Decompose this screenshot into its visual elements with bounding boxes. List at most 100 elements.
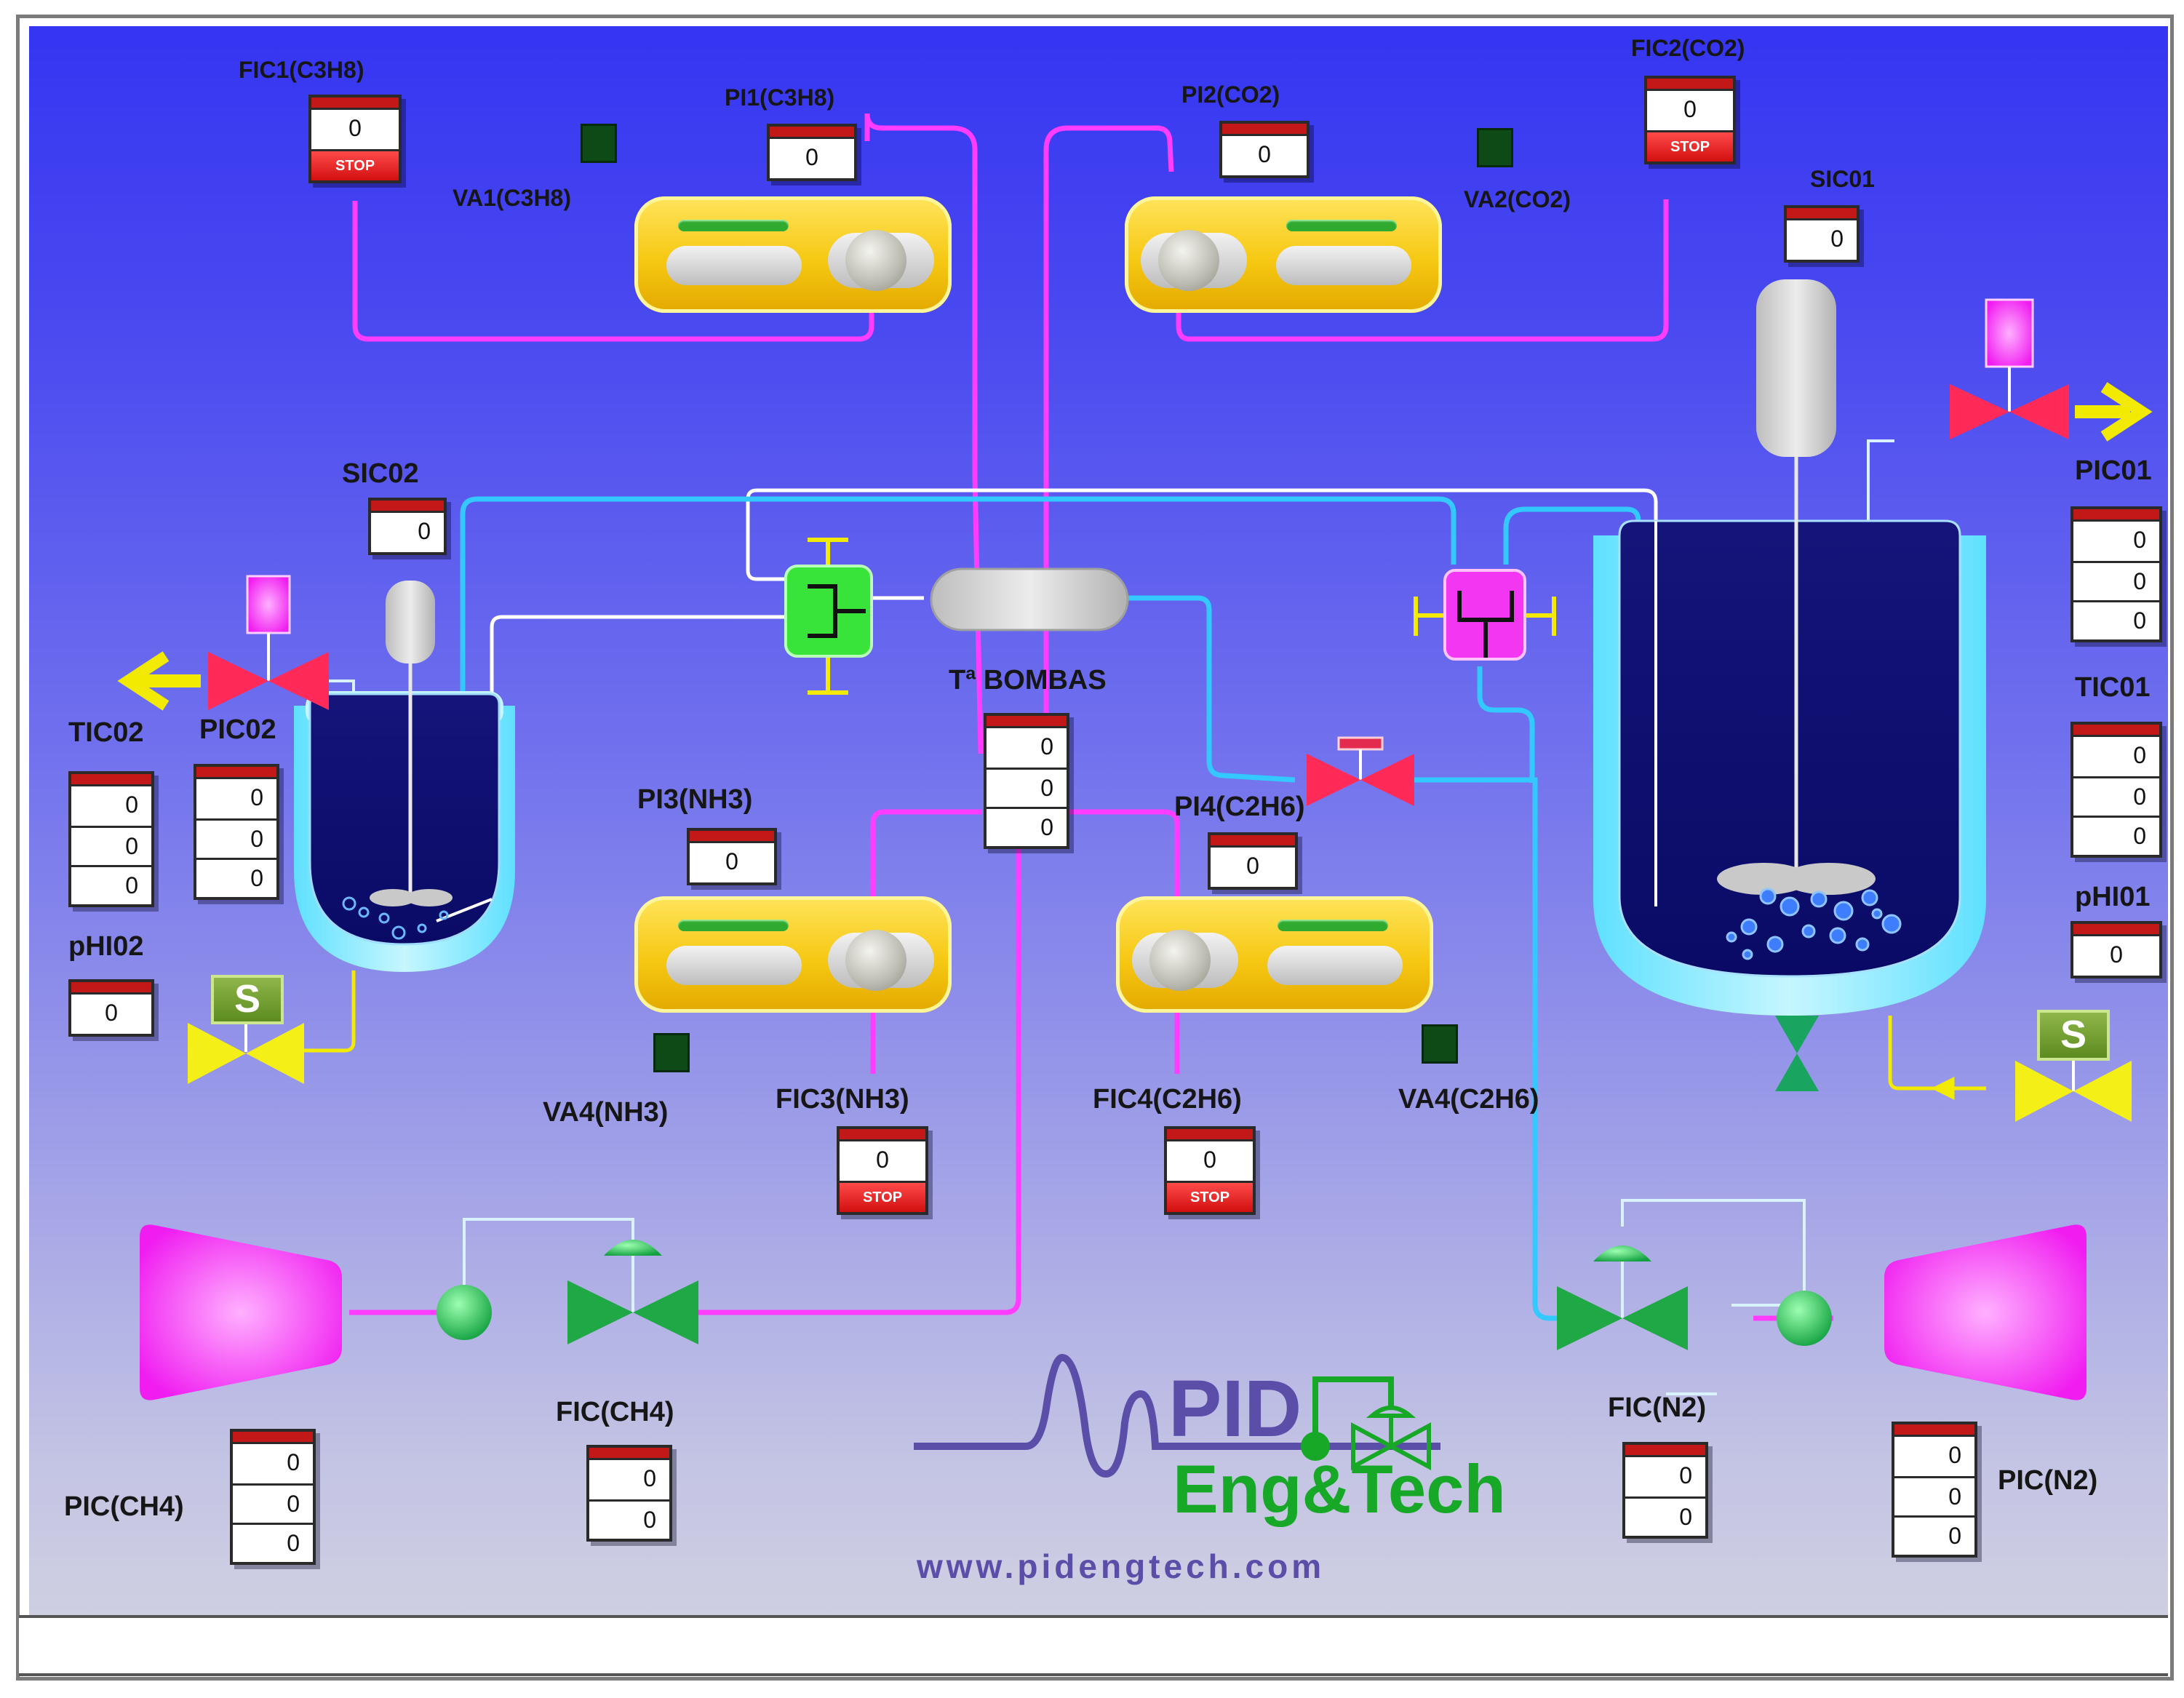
alarm-header [770, 127, 854, 139]
value-field: 0 [1683, 96, 1697, 122]
alarm-header [1894, 1424, 1974, 1437]
alarm-header [1222, 124, 1307, 136]
indicator-fic4-c2h6[interactable]: 0 STOP [1164, 1126, 1256, 1215]
label-pic-ch4: PIC(CH4) [64, 1491, 184, 1522]
pump-impeller [845, 930, 906, 991]
pressure-valve-left [117, 575, 329, 711]
value-field: 0 [287, 1449, 300, 1475]
value-field: 0 [1258, 141, 1271, 167]
pump-co2 [1125, 196, 1442, 313]
indicator-pi1-c3h8: 0 [767, 124, 857, 181]
pump-slot [666, 246, 802, 285]
stop-button[interactable]: STOP [1647, 130, 1733, 162]
label-va4-c2h6: VA4(C2H6) [1398, 1084, 1539, 1115]
value-field: 0 [1679, 1462, 1692, 1488]
indicator-pi3-nh3: 0 [687, 828, 777, 885]
stop-button[interactable]: STOP [311, 149, 399, 180]
label-phi02: pHI02 [68, 931, 144, 962]
indicator-fic3-nh3[interactable]: 0 STOP [837, 1126, 928, 1215]
solenoid-actuator-right[interactable]: S [2037, 1010, 2110, 1061]
gas-line-co2 [1043, 125, 1669, 754]
indicator-pic02: 0 0 0 [194, 764, 279, 900]
label-tic01: TIC01 [2075, 672, 2151, 703]
label-pi2-co2: PI2(CO2) [1181, 81, 1280, 108]
valve-status-va2-co2[interactable] [1477, 128, 1513, 167]
pump-slot [1276, 246, 1411, 285]
indicator-pic01: 0 0 0 [2071, 506, 2162, 642]
label-pic02: PIC02 [199, 714, 276, 745]
label-pic01: PIC01 [2075, 455, 2152, 486]
flow-valve-n2 [1557, 1245, 1688, 1350]
piping-diagram [117, 113, 2153, 1478]
label-fic-ch4: FIC(CH4) [556, 1397, 674, 1427]
stop-button[interactable]: STOP [840, 1181, 925, 1212]
valve-status-va1-c3h8[interactable] [581, 124, 617, 163]
heat-exchanger [930, 567, 1129, 631]
solenoid-actuator-left[interactable]: S [211, 975, 284, 1024]
valve-status-va4-c2h6[interactable] [1422, 1024, 1458, 1064]
value-field: 0 [987, 807, 1067, 846]
pump-status-bar [678, 220, 789, 231]
label-pi4-c2h6: PI4(C2H6) [1174, 792, 1305, 822]
pump-impeller [1158, 230, 1219, 291]
pressure-valve-right [1950, 298, 2153, 442]
value-field: 0 [1040, 733, 1053, 760]
gas-line-c3h8 [352, 113, 984, 754]
value-field: 0 [987, 768, 1067, 807]
indicator-fic2-co2[interactable]: 0 STOP [1644, 76, 1736, 164]
flow-meter-n2 [1777, 1291, 1832, 1346]
stop-button[interactable]: STOP [1167, 1181, 1253, 1212]
value-field: 0 [1894, 1476, 1974, 1515]
alarm-header [1647, 79, 1733, 91]
value-field: 0 [1246, 853, 1259, 879]
alarm-header [987, 716, 1067, 728]
alarm-header [1787, 208, 1857, 220]
value-field: 0 [196, 858, 276, 897]
value-field: 0 [1625, 1496, 1705, 1536]
solenoid-valve-right [1931, 1059, 2132, 1122]
value-field: 0 [2133, 742, 2146, 768]
label-sic02: SIC02 [342, 458, 419, 489]
three-way-valve-green [784, 538, 873, 695]
value-field: 0 [725, 848, 738, 874]
indicator-fic1-c3h8[interactable]: 0 STOP [308, 95, 402, 183]
indicator-sic01: 0 [1784, 205, 1860, 263]
value-field: 0 [71, 826, 151, 865]
alarm-header [371, 501, 444, 513]
value-field: 0 [2133, 527, 2146, 553]
solenoid-label: S [234, 977, 261, 1021]
indicator-fic-ch4: 0 0 [586, 1445, 672, 1542]
label-fic1-c3h8: FIC1(C3H8) [239, 57, 364, 83]
alarm-header [311, 97, 399, 110]
indicator-phi02: 0 [68, 979, 154, 1037]
alarm-header [1167, 1129, 1253, 1141]
value-field: 0 [233, 1523, 313, 1562]
alarm-header [840, 1129, 925, 1141]
value-field: 0 [125, 792, 138, 818]
pump-status-bar [678, 920, 789, 931]
value-field: 0 [1948, 1442, 1961, 1468]
alarm-header [589, 1448, 669, 1460]
control-valve-red [1307, 736, 1414, 806]
pump-c2h6 [1116, 896, 1433, 1013]
indicator-tic01: 0 0 0 [2071, 722, 2162, 858]
label-pi3-nh3: PI3(NH3) [637, 784, 753, 815]
value-field: 0 [2073, 561, 2159, 600]
cooling-line-cyan [460, 496, 1641, 1321]
value-field: 0 [2110, 941, 2123, 968]
alarm-header [2073, 725, 2159, 737]
value-field: 0 [196, 818, 276, 858]
reactor-right [1593, 279, 1986, 1091]
indicator-pi4-c2h6: 0 [1208, 832, 1298, 890]
indicator-phi01: 0 [2071, 921, 2162, 978]
indicator-bombas: 0 0 0 [984, 713, 1069, 849]
valve-status-va4-nh3[interactable] [653, 1033, 690, 1072]
label-fic4-c2h6: FIC4(C2H6) [1093, 1084, 1242, 1115]
alarm-header [233, 1432, 313, 1444]
label-pi1-c3h8: PI1(C3H8) [725, 84, 835, 111]
alarm-header [1211, 835, 1295, 848]
alarm-header [71, 982, 151, 995]
alarm-header [1625, 1445, 1705, 1457]
flow-valve-ch4 [567, 1240, 698, 1344]
label-fic3-nh3: FIC3(NH3) [776, 1084, 909, 1115]
